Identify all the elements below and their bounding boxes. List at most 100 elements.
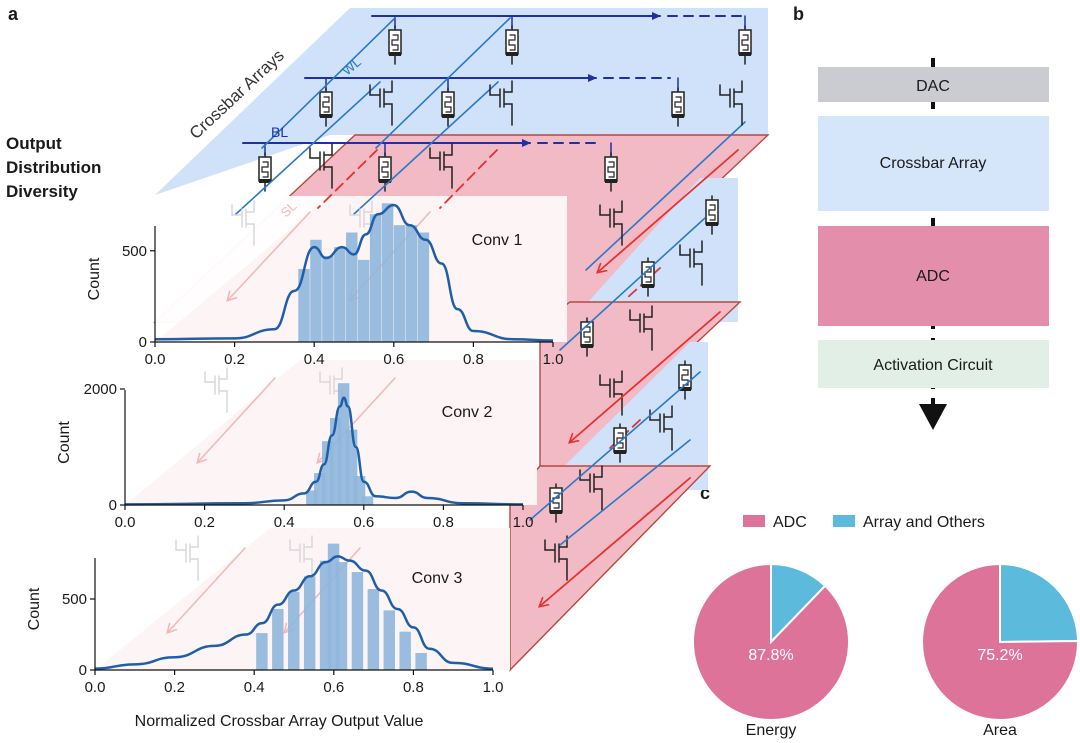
crossbar-plane-blue-1-slope	[155, 8, 350, 195]
pie-area-slice-array-others	[999, 562, 1080, 644]
transistor-symbol	[489, 80, 513, 126]
wordline-4	[375, 17, 511, 149]
transistor-9	[649, 405, 673, 451]
conv1-kde-curve	[154, 203, 554, 342]
transistor-faded-4	[175, 535, 199, 581]
transistor-symbol	[309, 143, 333, 189]
conv1-bar	[369, 214, 382, 342]
conv1-y-tick-label: 500	[122, 243, 147, 260]
conv1-bar	[310, 239, 322, 342]
conv3-bar	[327, 543, 340, 670]
wordline-side-2	[559, 439, 691, 546]
conv3-bar	[256, 633, 268, 670]
conv1-bar	[417, 232, 430, 342]
crossbar-circuits	[168, 12, 752, 632]
conv3-bar	[367, 589, 380, 670]
memristor-pattern	[444, 96, 452, 113]
diversity-line-1: Output	[6, 134, 62, 153]
conv3-x-tick-label: 0.0	[85, 679, 106, 696]
memristor-2	[738, 25, 752, 65]
transistor-2	[719, 80, 743, 126]
sourceline-4	[540, 477, 691, 606]
legend-label-adc: ADC	[773, 514, 807, 531]
conv1-x-tick-label: 1.0	[543, 351, 564, 368]
conv3-x-tick-label: 0.2	[164, 679, 185, 696]
sourceline-3	[570, 311, 721, 442]
conv3-bar	[399, 631, 411, 670]
pie-charts: ADC Array and Others Energy Area 87.8%75…	[692, 514, 1080, 739]
transistor-symbol	[679, 240, 703, 286]
memristor-pattern	[391, 34, 399, 51]
transistor-6	[679, 240, 703, 286]
memristor-pattern	[508, 34, 516, 51]
memristor-pattern	[741, 34, 749, 51]
transistor-symbol	[204, 367, 228, 413]
pipeline-block-activation	[818, 340, 1049, 388]
conv1-bar	[405, 225, 418, 342]
panel-b-label: b	[793, 4, 804, 24]
memristor-pattern	[261, 161, 269, 178]
panel-a-label: a	[8, 4, 19, 24]
memristor-4	[441, 87, 455, 127]
pipeline-block-adc	[818, 226, 1049, 326]
transistor-0	[369, 80, 393, 126]
conv2-kde-curve	[124, 396, 524, 506]
memristor-base	[642, 284, 654, 288]
conv3-bar	[319, 560, 332, 670]
conv1-x-tick-label: 0.8	[463, 351, 484, 368]
transistor-4	[429, 143, 453, 189]
transistor-faded-0	[231, 200, 255, 246]
transistor-faded-2	[204, 367, 228, 413]
memristor-pattern	[607, 161, 615, 178]
conv2-bar	[306, 490, 318, 505]
wordline-side-0	[559, 217, 706, 351]
sourceline-faded-2	[198, 377, 276, 462]
transistor-10	[579, 465, 603, 511]
transistor-faded-5	[289, 535, 313, 581]
memristor-base	[739, 52, 751, 56]
memristor-pattern	[381, 161, 389, 178]
crossbar-plane-blue-1-side	[570, 178, 738, 322]
conv1-y-tick-label: 0	[139, 334, 147, 351]
pipeline-label-crossbar: Crossbar Array	[880, 155, 987, 172]
conv3-x-tick-label: 0.8	[403, 679, 424, 696]
pie-energy-slice-adc	[692, 562, 850, 721]
memristor-base	[320, 114, 332, 118]
memristor-pattern	[674, 96, 682, 113]
transistor-symbol	[289, 535, 313, 581]
memristor-1	[505, 25, 519, 65]
bl-label: BL	[271, 124, 288, 140]
transistor-faded-1	[349, 200, 373, 246]
conv1-bar	[298, 269, 310, 342]
transistor-5	[599, 200, 623, 246]
memristor-base	[605, 179, 617, 183]
diversity-line-3: Diversity	[6, 182, 78, 201]
memristor-side-0	[705, 195, 719, 235]
conv3-kde-curve	[94, 555, 494, 670]
conv2-x-tick-label: 0.2	[194, 514, 215, 531]
conv2-bar	[345, 429, 358, 505]
conv3-bar	[415, 652, 427, 670]
conv2-x-tick-label: 0.6	[353, 514, 374, 531]
memristor-base	[672, 114, 684, 118]
wordline-3	[261, 17, 396, 149]
conv2-bar	[314, 473, 326, 505]
transistor-symbol	[369, 80, 393, 126]
crossbar-plane-red-3	[509, 465, 712, 672]
memristor-base	[679, 387, 691, 391]
transistor-faded-3	[319, 367, 343, 413]
conv2-x-tick-label: 1.0	[513, 514, 534, 531]
transistor-symbol	[649, 405, 673, 451]
conv1-x-tick-label: 0.4	[304, 351, 325, 368]
conv2-bar	[361, 496, 374, 505]
memristor-base	[614, 450, 626, 454]
pie-energy-title: Energy	[746, 722, 797, 739]
transistor-symbol	[599, 370, 623, 416]
transistor-symbol	[629, 305, 653, 351]
memristor-pattern	[616, 432, 624, 449]
shared-x-axis-label: Normalized Crossbar Array Output Value	[135, 713, 424, 730]
conv1-bar	[357, 259, 370, 342]
pipeline-arrow-head	[919, 404, 947, 430]
